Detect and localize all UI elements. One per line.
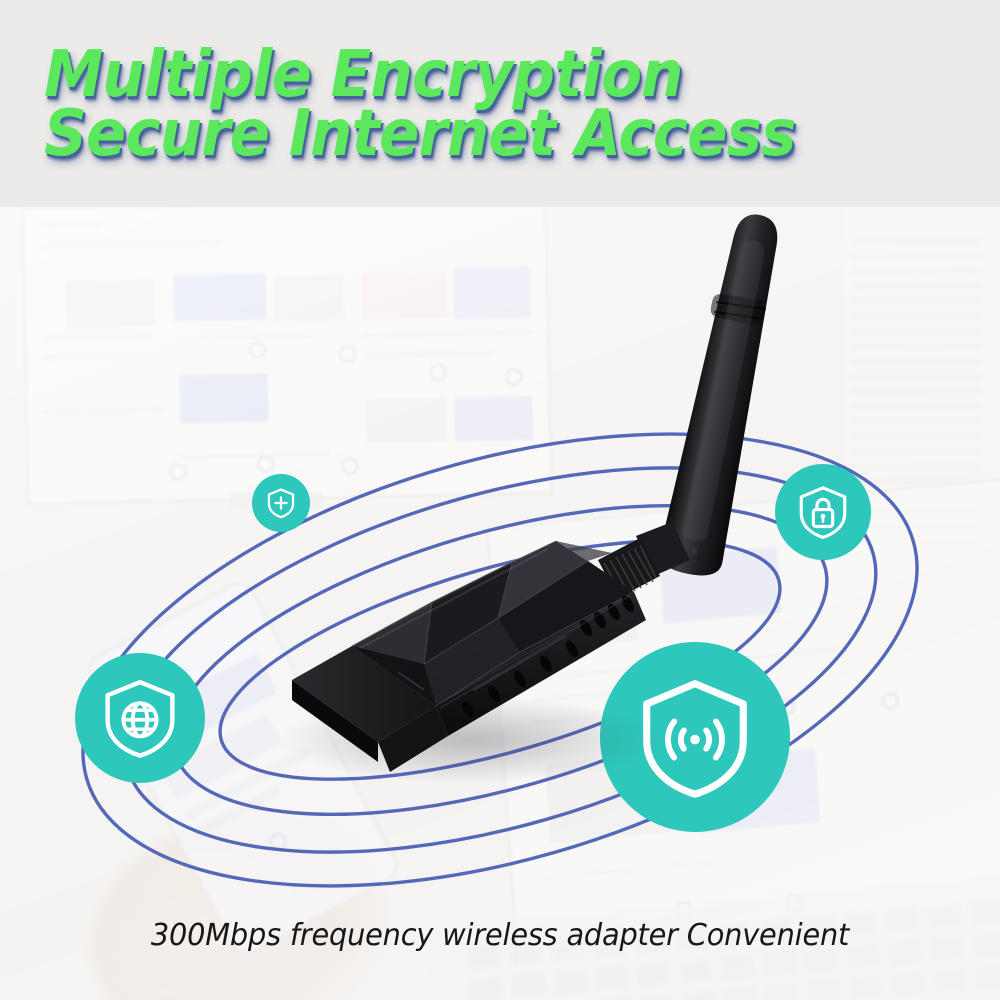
- shield-wifi-icon-bubble[interactable]: [600, 642, 790, 832]
- headline-line-1: Multiple Encryption: [44, 38, 683, 112]
- shield-globe-icon: [105, 679, 175, 758]
- page-title: Multiple Encryption Secure Internet Acce…: [44, 38, 852, 171]
- shield-globe-icon-bubble[interactable]: [75, 653, 205, 783]
- shield-wifi-icon: [643, 680, 747, 798]
- shield-lock-icon: [799, 486, 847, 539]
- background-photo: [0, 200, 1000, 1000]
- shield-plus-icon-bubble[interactable]: [252, 474, 310, 532]
- shield-plus-icon: [267, 488, 295, 519]
- product-caption: 300Mbps frequency wireless adapter Conve…: [150, 918, 850, 953]
- shield-lock-icon-bubble[interactable]: [775, 464, 871, 560]
- headline-line-2: Secure Internet Access: [44, 96, 796, 171]
- header-band: [0, 0, 1000, 207]
- photo-whitewash-overlay: [0, 200, 1000, 1000]
